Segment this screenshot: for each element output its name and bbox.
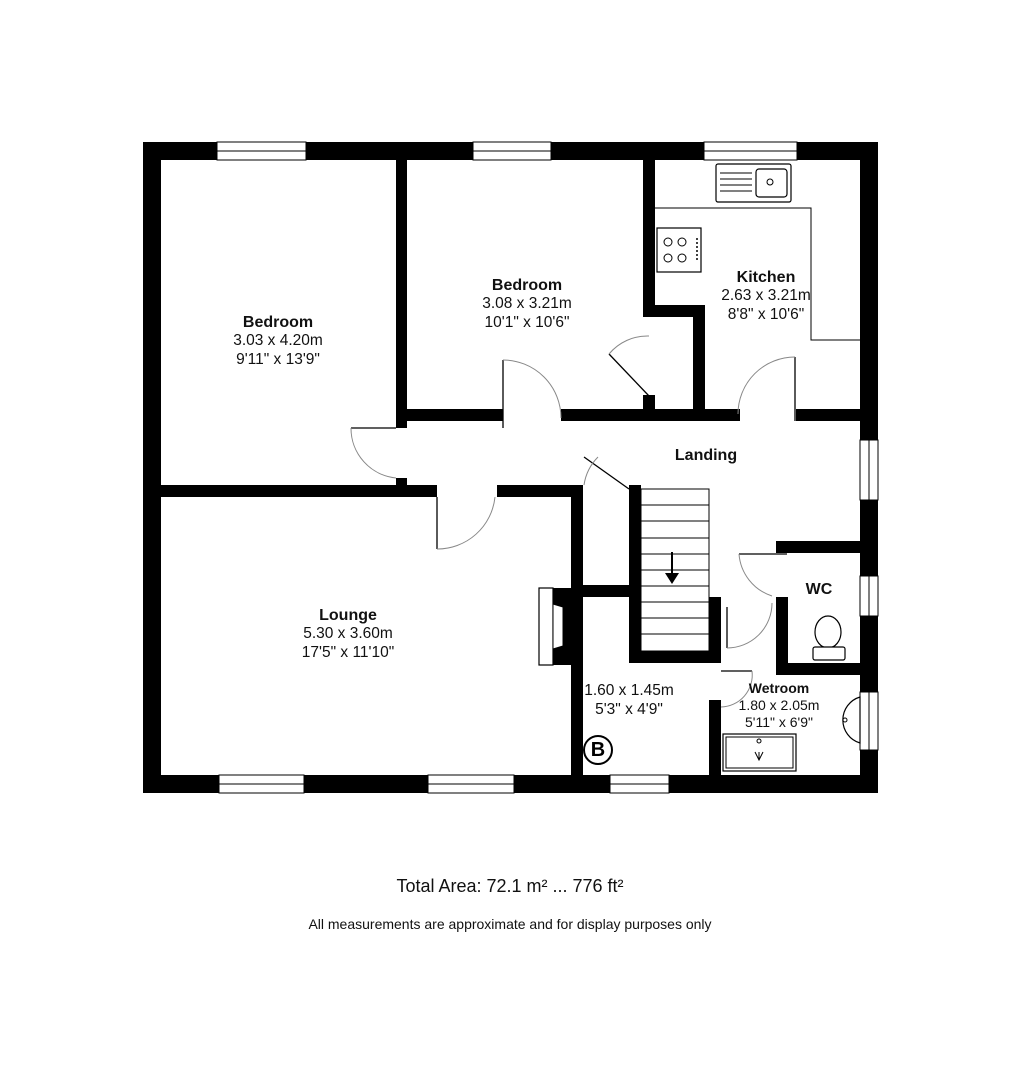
- room-wc: WC: [806, 580, 833, 599]
- room-wetroom: Wetroom 1.80 x 2.05m 5'11" x 6'9": [739, 680, 820, 730]
- window-icon: [859, 439, 879, 501]
- window-icon: [609, 774, 670, 794]
- window-icon: [216, 141, 307, 161]
- window-icon: [472, 141, 552, 161]
- room-lounge: Lounge 5.30 x 3.60m 17'5" x 11'10": [302, 606, 394, 662]
- toilet-icon: [812, 615, 846, 661]
- window-icon: [703, 141, 798, 161]
- room-name: Bedroom: [491, 277, 563, 294]
- fireplace-icon: [538, 587, 571, 666]
- hob-icon: [656, 227, 702, 273]
- room-imperial: 17'5" x 11'10": [301, 643, 395, 661]
- room-imperial: 9'11" x 13'9": [236, 350, 320, 368]
- door-icon: [726, 602, 773, 649]
- room-metric: 3.08 x 3.21m: [482, 295, 572, 313]
- room-name: WC: [805, 581, 833, 598]
- room-name: Kitchen: [736, 269, 796, 286]
- door-icon: [583, 456, 630, 490]
- room-name: Wetroom: [748, 680, 810, 696]
- door-icon: [436, 496, 496, 550]
- doors: [350, 335, 796, 708]
- door-icon: [720, 670, 753, 708]
- windows: [216, 141, 879, 794]
- basin-icon: [842, 696, 861, 744]
- room-metric: 1.60 x 1.45m: [584, 682, 674, 699]
- interior-walls: [161, 160, 860, 775]
- window-icon: [218, 774, 305, 794]
- room-name: Bedroom: [242, 314, 314, 331]
- door-icon: [350, 427, 397, 479]
- door-icon: [737, 356, 796, 421]
- room-metric: 3.03 x 4.20m: [233, 332, 323, 350]
- room-imperial: 8'8" x 10'6": [727, 305, 805, 323]
- room-metric: 1.80 x 2.05m: [738, 696, 820, 713]
- kitchen-fixtures: [655, 163, 860, 341]
- window-icon: [859, 691, 879, 751]
- window-icon: [427, 774, 515, 794]
- total-area: Total Area: 72.1 m² ... 776 ft²: [396, 876, 624, 896]
- door-icon: [608, 335, 650, 397]
- room-kitchen: Kitchen 2.63 x 3.21m 8'8" x 10'6": [721, 268, 811, 324]
- sink-icon: [715, 163, 792, 203]
- room-metric: 5.30 x 3.60m: [303, 625, 393, 643]
- room-name: Lounge: [319, 607, 377, 624]
- room-name: Landing: [674, 447, 738, 464]
- room-bedroom-1: Bedroom 3.03 x 4.20m 9'11" x 13'9": [233, 313, 323, 369]
- room-bedroom-2: Bedroom 3.08 x 3.21m 10'1" x 10'6": [482, 276, 572, 332]
- boiler-icon: B: [583, 735, 613, 765]
- stairs-icon: [640, 488, 710, 652]
- disclaimer: All measurements are approximate and for…: [308, 916, 712, 932]
- window-icon: [859, 575, 879, 617]
- door-icon: [502, 359, 562, 428]
- room-metric: 2.63 x 3.21m: [721, 287, 811, 305]
- room-imperial: 5'11" x 6'9": [745, 713, 813, 730]
- room-imperial: 5'3" x 4'9": [595, 700, 663, 718]
- room-imperial: 10'1" x 10'6": [484, 313, 570, 331]
- shower-tray-icon: [722, 733, 797, 772]
- door-icon: [738, 553, 787, 597]
- room-landing: Landing: [675, 446, 737, 465]
- room-store: 1.60 x 1.45m 5'3" x 4'9": [584, 682, 674, 719]
